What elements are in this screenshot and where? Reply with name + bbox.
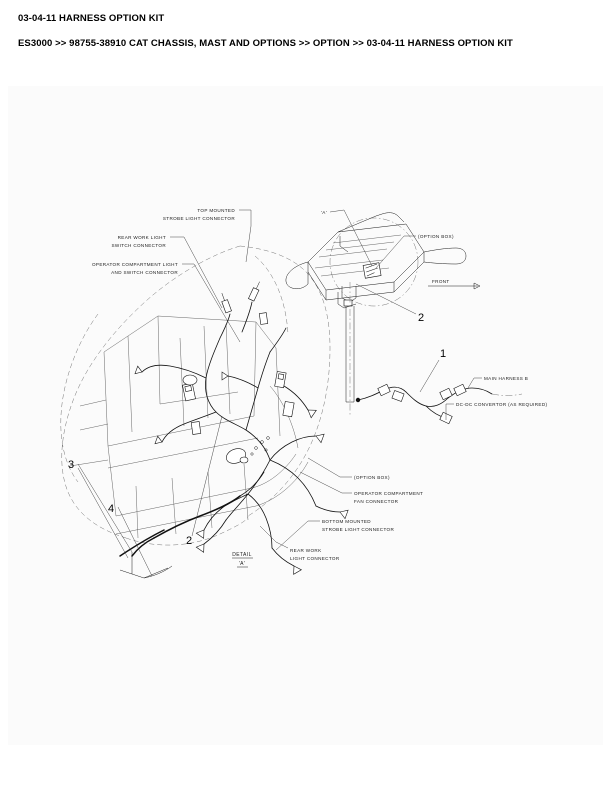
- label-line: OPERATOR COMPARTMENT LIGHT: [92, 262, 178, 267]
- breadcrumb: ES3000 >> 98755-38910 CAT CHASSIS, MAST …: [18, 38, 513, 49]
- label-line: STROBE LIGHT CONNECTOR: [163, 216, 235, 221]
- label-line: REAR WORK LIGHT: [118, 235, 166, 240]
- front-direction-indicator: FRONT: [428, 279, 481, 290]
- label-line: TOP MOUNTED: [197, 208, 235, 213]
- label-main-harness: MAIN HARNESS B: [467, 376, 528, 389]
- overhead-guard-detail: [285, 212, 467, 416]
- callout-number: 4: [108, 503, 114, 515]
- label-line: SWITCH CONNECTOR: [111, 243, 166, 248]
- detail-title: DETAIL: [232, 552, 252, 558]
- callout-number: 2: [418, 312, 424, 324]
- harness-diagram[interactable]: TOP MOUNTED STROBE LIGHT CONNECTOR REAR …: [8, 86, 603, 745]
- diagram-panel: TOP MOUNTED STROBE LIGHT CONNECTOR REAR …: [8, 86, 603, 745]
- label-detail-marker-a: 'A': [321, 209, 373, 267]
- page-title: 03-04-11 HARNESS OPTION KIT: [18, 13, 165, 24]
- detail-title-ref: 'A': [239, 561, 245, 567]
- label-rear-work-light-switch: REAR WORK LIGHT SWITCH CONNECTOR: [111, 235, 223, 309]
- detail-title-block: DETAIL 'A': [232, 552, 253, 568]
- label-line: (OPTION BOX): [418, 234, 454, 239]
- mounting-bracket: [119, 529, 173, 579]
- label-line: FAN CONNECTOR: [354, 499, 399, 504]
- callout-4[interactable]: 4: [108, 503, 153, 577]
- label-bottom-mounted-strobe: BOTTOM MOUNTED STROBE LIGHT CONNECTOR: [275, 519, 394, 551]
- cab-outline: [60, 245, 331, 546]
- label-option-box-bottom: (OPTION BOX): [307, 457, 390, 480]
- label-line: OPERATOR COMPARTMENT: [354, 491, 423, 496]
- callout-number: 2: [186, 535, 192, 547]
- label-line: DC-DC CONVERTOR (AS REQUIRED): [456, 402, 548, 407]
- label-line: STROBE LIGHT CONNECTOR: [322, 527, 394, 532]
- main-harness-run: [355, 383, 523, 425]
- label-dc-dc-convertor: DC-DC CONVERTOR (AS REQUIRED): [445, 402, 548, 420]
- label-operator-compartment-light: OPERATOR COMPARTMENT LIGHT AND SWITCH CO…: [92, 262, 241, 343]
- label-operator-fan-connector: OPERATOR COMPARTMENT FAN CONNECTOR: [299, 471, 423, 504]
- label-option-box-top: (OPTION BOX): [375, 234, 454, 269]
- callout-2-bottom[interactable]: 2: [186, 415, 223, 547]
- label-line: 'A': [321, 210, 327, 215]
- label-line: AND SWITCH CONNECTOR: [111, 270, 178, 275]
- front-label: FRONT: [432, 279, 450, 284]
- callout-1[interactable]: 1: [419, 348, 446, 393]
- label-line: REAR WORK: [290, 548, 322, 553]
- connector-terminals: [134, 281, 349, 575]
- label-top-mounted-strobe: TOP MOUNTED STROBE LIGHT CONNECTOR: [163, 208, 252, 263]
- callout-number: 1: [440, 348, 446, 360]
- callout-number: 3: [68, 459, 74, 471]
- label-rear-work-light-connector: REAR WORK LIGHT CONNECTOR: [259, 525, 340, 561]
- harness-wiring: [131, 301, 341, 567]
- label-line: BOTTOM MOUNTED: [322, 519, 371, 524]
- callout-2-top[interactable]: 2: [355, 283, 424, 324]
- label-line: (OPTION BOX): [354, 475, 390, 480]
- label-line: MAIN HARNESS B: [484, 376, 528, 381]
- label-line: LIGHT CONNECTOR: [290, 556, 340, 561]
- callout-3[interactable]: 3: [68, 459, 133, 559]
